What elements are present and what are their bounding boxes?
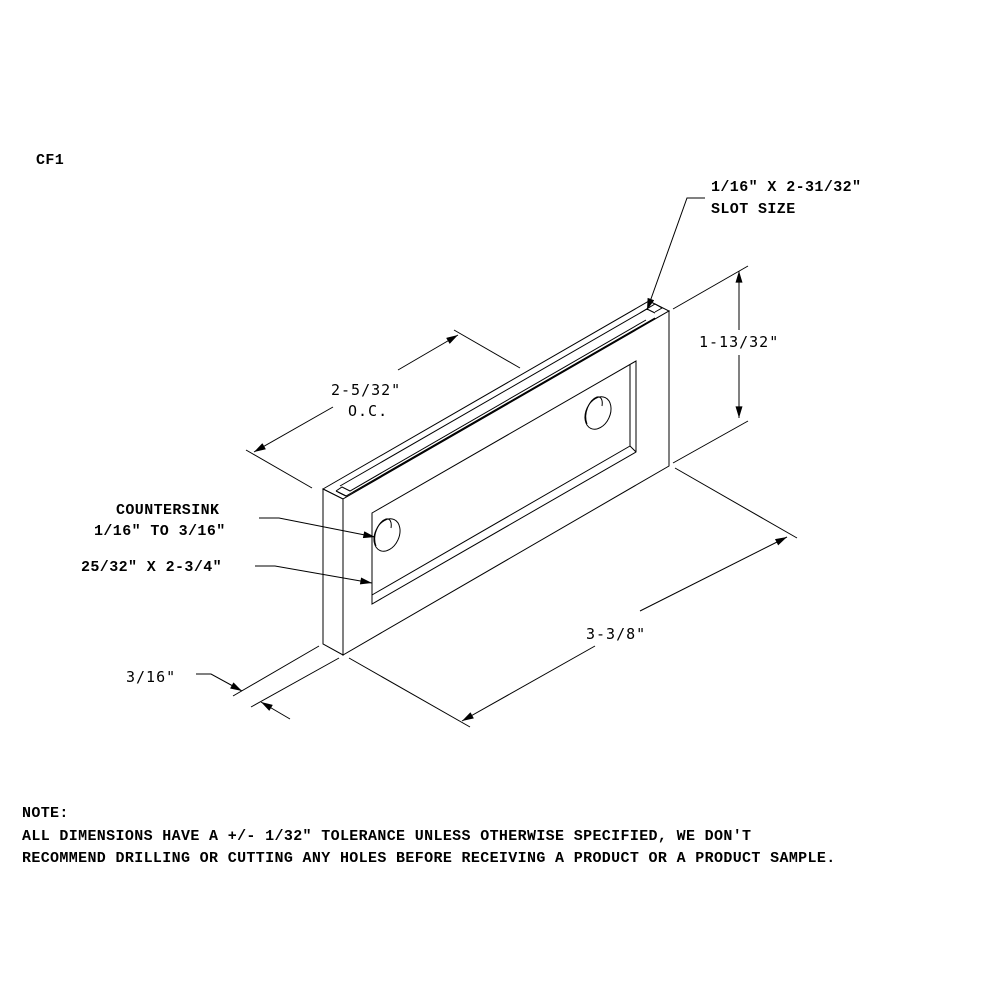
front-face xyxy=(342,310,670,656)
hole-spacing-label: 2-5/32" xyxy=(331,381,402,399)
left-face xyxy=(322,488,344,656)
countersink-label-line1: COUNTERSINK xyxy=(116,502,220,519)
recess-pocket xyxy=(371,360,637,605)
recess-size-label: 25/32" X 2-3/4" xyxy=(81,559,223,576)
length-dimension xyxy=(348,467,798,728)
note-title: NOTE: xyxy=(22,805,69,822)
thickness-dimension xyxy=(196,645,340,720)
slot-size-label-line2: SLOT SIZE xyxy=(711,201,796,218)
thickness-dimension-label: 3/16" xyxy=(126,668,177,686)
height-dimension-label: 1-13/32" xyxy=(699,333,780,351)
part-body xyxy=(321,300,671,656)
height-dimension xyxy=(672,265,749,464)
slot-size-label-line1: 1/16" X 2-31/32" xyxy=(711,179,862,196)
countersink-label-line2: 1/16" TO 3/16" xyxy=(94,523,226,540)
tolerance-note: NOTE: ALL DIMENSIONS HAVE A +/- 1/32" TO… xyxy=(22,803,836,871)
note-line-2: RECOMMEND DRILLING OR CUTTING ANY HOLES … xyxy=(22,850,836,867)
note-line-1: ALL DIMENSIONS HAVE A +/- 1/32" TOLERANC… xyxy=(22,827,752,845)
hole-spacing-note: O.C. xyxy=(348,402,389,420)
recess-size-leader xyxy=(255,565,373,585)
part-id-label: CF1 xyxy=(36,152,65,169)
countersink-leader xyxy=(259,517,376,539)
slot-size-leader xyxy=(646,197,705,311)
length-dimension-label: 3-3/8" xyxy=(586,625,647,643)
countersink-hole-right xyxy=(584,396,612,430)
hole-spacing-dimension xyxy=(245,329,521,489)
